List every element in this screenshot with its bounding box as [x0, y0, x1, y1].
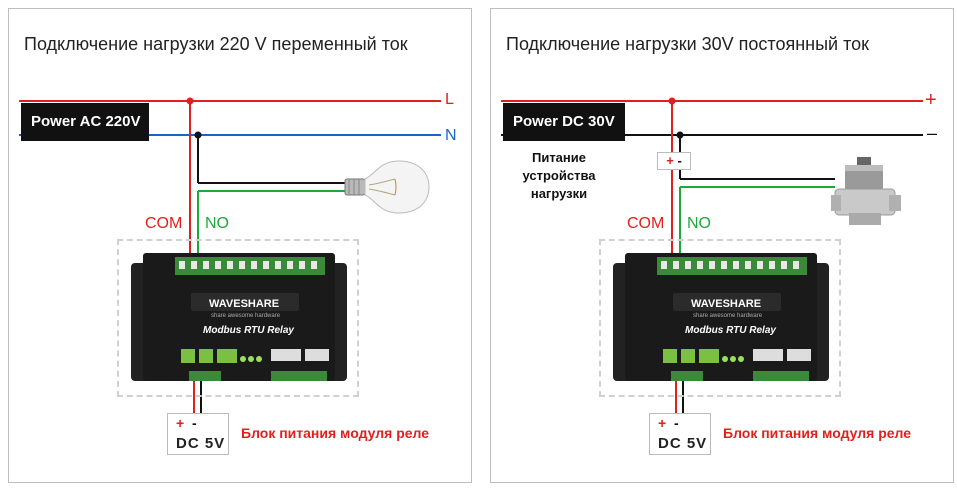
- supply-plus: +: [176, 415, 185, 431]
- line-l-label: L: [445, 91, 454, 108]
- relay-module-area: [599, 239, 841, 397]
- dc-wiring-panel: Подключение нагрузки 30V постоянный ток …: [490, 8, 954, 483]
- line-n-label: N: [445, 127, 457, 144]
- panel-title: Подключение нагрузки 220 V переменный то…: [24, 34, 408, 54]
- com-label: COM: [145, 215, 183, 232]
- power-source-label: Power DC 30V: [503, 103, 625, 141]
- supply-label: DC 5V: [176, 435, 226, 452]
- module-slogan: share awesome hardware: [211, 313, 281, 319]
- line-minus-label: –: [927, 123, 938, 143]
- module-model: Modbus RTU Relay: [203, 325, 294, 336]
- load-supply-minus: -: [677, 153, 682, 168]
- load-supply-box: + -: [657, 152, 691, 170]
- line-plus-label: +: [925, 89, 937, 111]
- supply-caption: Блок питания модуля реле: [241, 425, 430, 441]
- com-label: COM: [627, 215, 665, 232]
- module-power-supply: + - DC 5V: [167, 413, 229, 455]
- no-label: NO: [205, 215, 229, 232]
- load-supply-caption: Питание устройства нагрузки: [522, 150, 596, 201]
- relay-module: WAVESHARE share awesome hardware Modbus …: [613, 253, 829, 381]
- wiring-lines: [19, 97, 441, 417]
- module-brand: WAVESHARE: [691, 298, 761, 310]
- lightbulb-icon: [344, 160, 430, 214]
- supply-label: DC 5V: [658, 435, 708, 452]
- module-slogan: share awesome hardware: [693, 313, 763, 319]
- wiring-lines: [501, 97, 923, 417]
- no-label: NO: [687, 215, 711, 232]
- ac-wiring-panel: Подключение нагрузки 220 V переменный то…: [8, 8, 472, 483]
- relay-module: WAVESHARE share awesome hardware Modbus …: [131, 253, 347, 381]
- supply-caption: Блок питания модуля реле: [723, 425, 912, 441]
- power-source-label: Power AC 220V: [21, 103, 149, 141]
- module-model: Modbus RTU Relay: [685, 325, 776, 336]
- module-power-supply: + - DC 5V: [649, 413, 711, 455]
- relay-module-area: [117, 239, 359, 397]
- supply-minus: -: [674, 415, 679, 431]
- module-brand: WAVESHARE: [209, 298, 279, 310]
- panel-title: Подключение нагрузки 30V постоянный ток: [506, 34, 870, 54]
- supply-minus: -: [192, 415, 197, 431]
- solenoid-valve-icon: [831, 157, 901, 225]
- load-supply-plus: +: [666, 153, 674, 168]
- supply-plus: +: [658, 415, 667, 431]
